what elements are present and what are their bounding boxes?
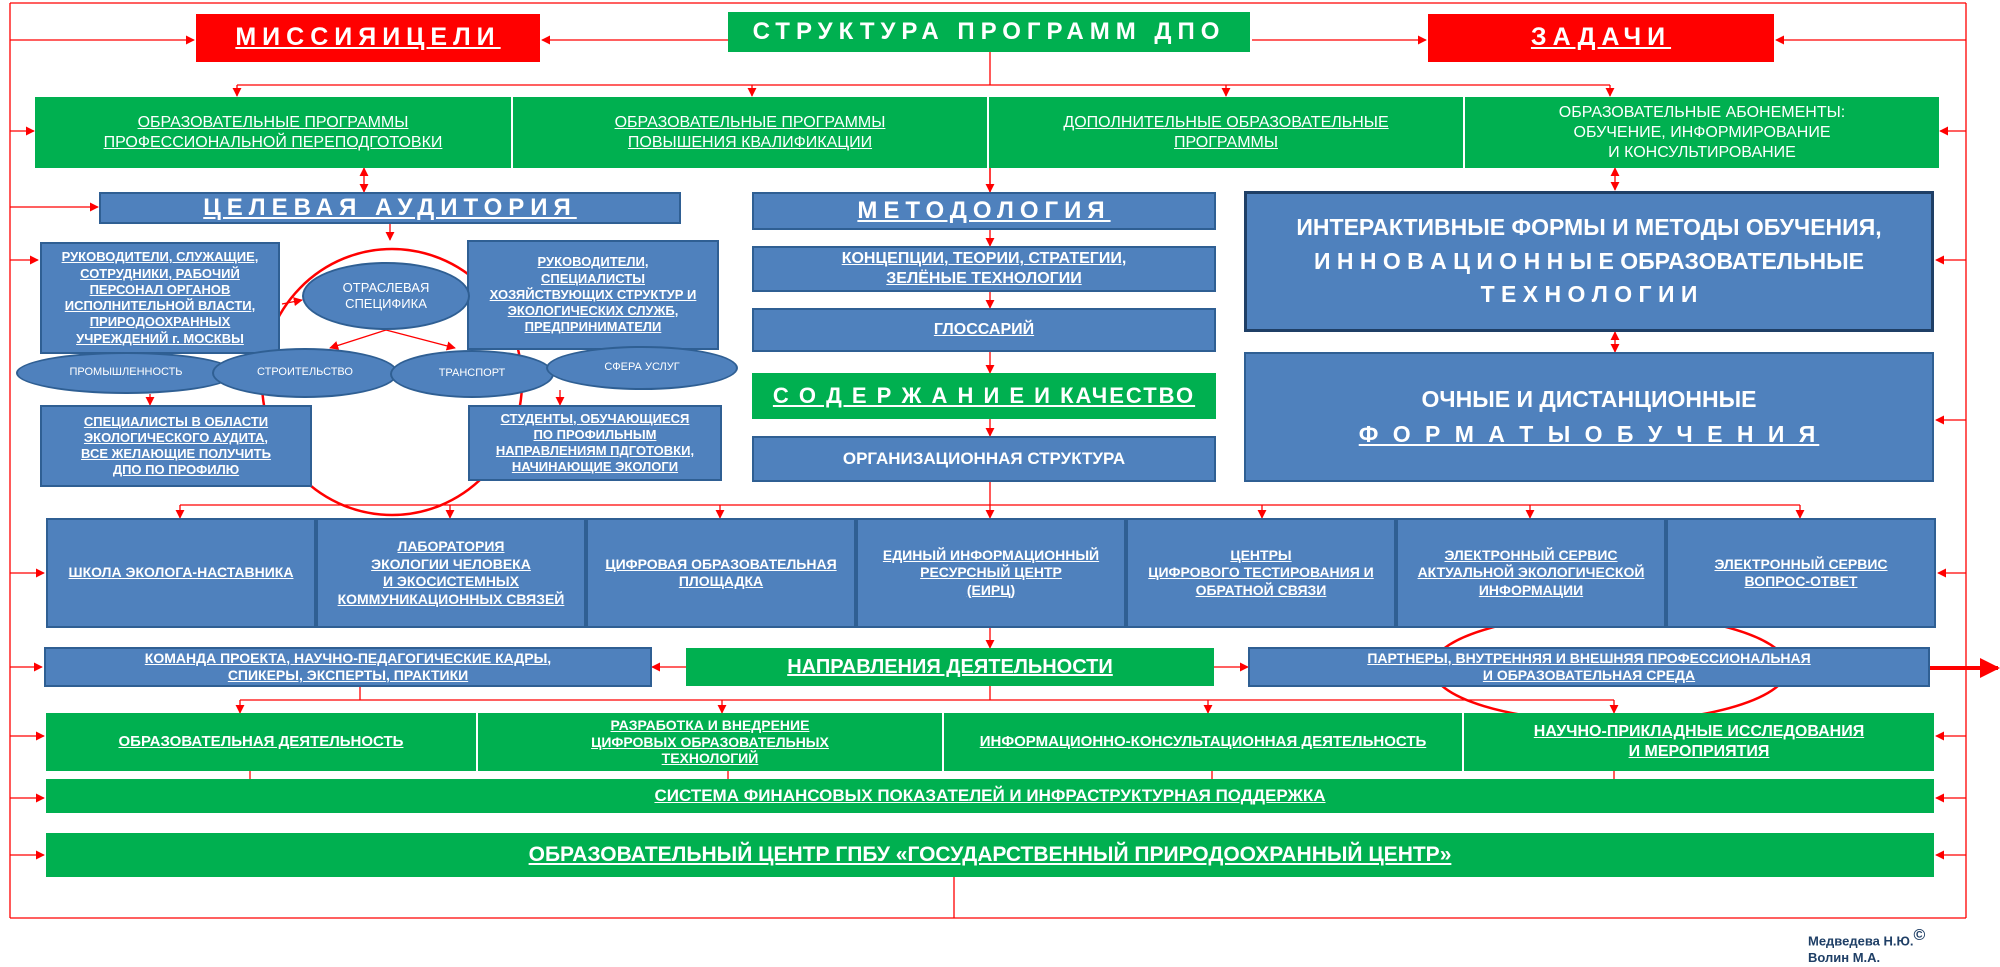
- methodology-concepts: КОНЦЕПЦИИ, ТЕОРИИ, СТРАТЕГИИ, ЗЕЛЁНЫЕ ТЕ…: [752, 246, 1216, 292]
- program-additional: ДОПОЛНИТЕЛЬНЫЕ ОБРАЗОВАТЕЛЬНЫЕ ПРОГРАММЫ: [1063, 113, 1389, 151]
- programs-divider: [1463, 97, 1465, 168]
- tasks-banner: ЗАДАЧИ: [1428, 14, 1774, 62]
- sector-industry-oval: ПРОМЫШЛЕННОСТЬ: [16, 352, 236, 394]
- connector: [385, 329, 456, 351]
- service-qa: ЭЛЕКТРОННЫЙ СЕРВИС ВОПРОС-ОТВЕТ: [1666, 518, 1936, 628]
- project-team: КОМАНДА ПРОЕКТА, НАУЧНО-ПЕДАГОГИЧЕСКИЕ К…: [44, 647, 652, 687]
- service-testing-centers: ЦЕНТРЫ ЦИФРОВОГО ТЕСТИРОВАНИЯ И ОБРАТНОЙ…: [1126, 518, 1396, 628]
- connector: [281, 297, 303, 307]
- directions-of-activity: НАПРАВЛЕНИЯ ДЕЯТЕЛЬНОСТИ: [686, 648, 1214, 686]
- activities-row: [46, 713, 1934, 771]
- educational-center: ОБРАЗОВАТЕЛЬНЫЙ ЦЕНТР ГПБУ «ГОСУДАРСТВЕН…: [46, 833, 1934, 877]
- activities-divider: [1462, 713, 1464, 771]
- service-resource-center: ЕДИНЫЙ ИНФОРМАЦИОННЫЙ РЕСУРСНЫЙ ЦЕНТР (Е…: [856, 518, 1126, 628]
- finance-system: СИСТЕМА ФИНАНСОВЫХ ПОКАЗАТЕЛЕЙ И ИНФРАСТ…: [46, 779, 1934, 813]
- interactive-methods: ИНТЕРАКТИВНЫЕ ФОРМЫ И МЕТОДЫ ОБУЧЕНИЯ, И…: [1244, 191, 1934, 332]
- sector-transport-oval: ТРАНСПОРТ: [390, 350, 554, 398]
- learning-formats: ОЧНЫЕ И ДИСТАНЦИОННЫЕ Ф О Р М А Т Ы О Б …: [1244, 352, 1934, 482]
- methodology-title: МЕТОДОЛОГИЯ: [752, 192, 1216, 230]
- learning-formats-line1: ОЧНЫЕ И ДИСТАНЦИОННЫЕ: [1421, 386, 1757, 413]
- activities-divider: [476, 713, 478, 771]
- service-human-ecology-lab: ЛАБОРАТОРИЯ ЭКОЛОГИИ ЧЕЛОВЕКА И ЭКОСИСТЕ…: [316, 518, 586, 628]
- authors-signature: Медведева Н.Ю.© Волин М.А.: [1808, 926, 1925, 967]
- audience-students: СТУДЕНТЫ, ОБУЧАЮЩИЕСЯ ПО ПРОФИЛЬНЫМ НАПР…: [468, 405, 722, 481]
- activities-divider: [942, 713, 944, 771]
- service-eco-info: ЭЛЕКТРОННЫЙ СЕРВИС АКТУАЛЬНОЙ ЭКОЛОГИЧЕС…: [1396, 518, 1666, 628]
- activity-digital-tech: РАЗРАБОТКА И ВНЕДРЕНИЕ ЦИФРОВЫХ ОБРАЗОВА…: [591, 716, 829, 767]
- sector-specifics-oval: ОТРАСЛЕВАЯ СПЕЦИФИКА: [302, 262, 470, 330]
- program-qualification: ОБРАЗОВАТЕЛЬНЫЕ ПРОГРАММЫ ПОВЫШЕНИЯ КВАЛ…: [614, 113, 886, 151]
- missions-goals-banner: МИССИЯИЦЕЛИ: [196, 14, 540, 62]
- programs-divider: [987, 97, 989, 168]
- copyright-mark: ©: [1913, 927, 1926, 944]
- audience-officials: РУКОВОДИТЕЛИ, СЛУЖАЩИЕ, СОТРУДНИКИ, РАБО…: [40, 242, 280, 354]
- program-subscriptions: ОБРАЗОВАТЕЛЬНЫЕ АБОНЕМЕНТЫ: ОБУЧЕНИЕ, ИН…: [1558, 103, 1846, 161]
- connector: [329, 329, 387, 350]
- program-retraining: ОБРАЗОВАТЕЛЬНЫЕ ПРОГРАММЫ ПРОФЕССИОНАЛЬН…: [103, 113, 443, 151]
- activity-education: ОБРАЗОВАТЕЛЬНАЯ ДЕЯТЕЛЬНОСТЬ: [118, 732, 404, 750]
- content-quality: С О Д Е Р Ж А Н И Е И КАЧЕСТВО: [752, 373, 1216, 419]
- author-1: Медведева Н.Ю.: [1808, 933, 1914, 949]
- service-digital-platform: ЦИФРОВАЯ ОБРАЗОВАТЕЛЬНАЯ ПЛОЩАДКА: [586, 518, 856, 628]
- activity-research: НАУЧНО-ПРИКЛАДНЫЕ ИССЛЕДОВАНИЯ И МЕРОПРИ…: [1533, 723, 1865, 760]
- organizational-structure: ОРГАНИЗАЦИОННАЯ СТРУКТУРА: [752, 436, 1216, 482]
- author-2: Волин М.А.: [1808, 950, 1881, 966]
- learning-formats-line2: Ф О Р М А Т Ы О Б У Ч Е Н И Я: [1358, 421, 1820, 447]
- service-mentor-school: ШКОЛА ЭКОЛОГА-НАСТАВНИКА: [46, 518, 316, 628]
- sector-construction-oval: СТРОИТЕЛЬСТВО: [212, 348, 398, 398]
- activity-consulting: ИНФОРМАЦИОННО-КОНСУЛЬТАЦИОННАЯ ДЕЯТЕЛЬНО…: [979, 732, 1427, 750]
- sector-services-oval: СФЕРА УСЛУГ: [546, 346, 738, 390]
- partners-environment: ПАРТНЕРЫ, ВНУТРЕННЯЯ И ВНЕШНЯЯ ПРОФЕССИО…: [1248, 647, 1930, 687]
- audience-business: РУКОВОДИТЕЛИ, СПЕЦИАЛИСТЫ ХОЗЯЙСТВУЮЩИХ …: [467, 240, 719, 350]
- audience-auditors: СПЕЦИАЛИСТЫ В ОБЛАСТИ ЭКОЛОГИЧЕСКОГО АУД…: [40, 405, 312, 487]
- methodology-glossary: ГЛОССАРИЙ: [752, 308, 1216, 352]
- target-audience-title: ЦЕЛЕВАЯ АУДИТОРИЯ: [99, 192, 681, 224]
- program-structure-title: СТРУКТУРА ПРОГРАММ ДПО: [728, 12, 1250, 52]
- programs-divider: [511, 97, 513, 168]
